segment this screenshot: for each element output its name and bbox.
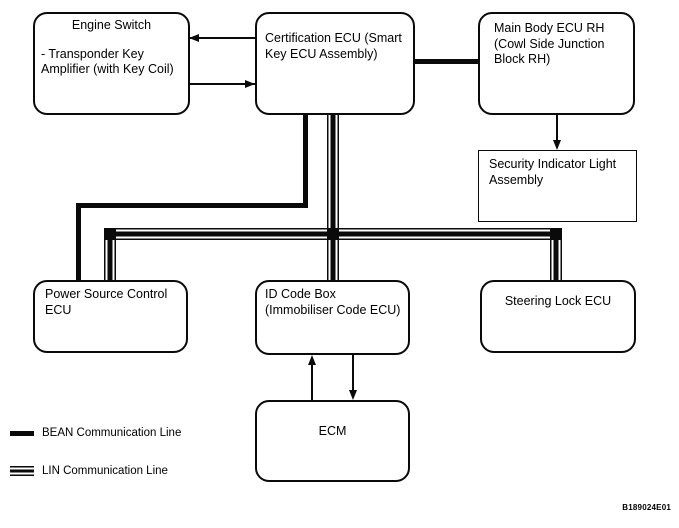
node-power-source-ecu-line1: Power Source Control — [45, 287, 168, 301]
arrow-line-mainbody-to-security — [556, 115, 558, 147]
arrowhead-up-icon — [308, 355, 316, 365]
bean-line-horizontal-run — [76, 203, 308, 208]
node-certification-ecu-line2: Key ECU Assembly) — [265, 46, 378, 61]
node-steering-lock-ecu-line1: Steering Lock ECU — [504, 294, 612, 308]
node-engine-switch-line1: - Transponder Key — [41, 46, 144, 61]
arrow-line-idcodebox-to-ecm — [352, 355, 354, 393]
node-power-source-ecu-line2: ECU — [45, 302, 72, 317]
node-steering-lock-ecu: Steering Lock ECU — [480, 280, 636, 353]
node-security-indicator: Security Indicator Light Assembly — [478, 150, 637, 222]
node-security-indicator-line2: Assembly — [489, 172, 544, 187]
legend-lin-swatch — [10, 466, 34, 476]
node-ecm-line1: ECM — [318, 424, 347, 438]
figure-code: B189024E01 — [622, 503, 671, 512]
arrowhead-left-icon — [189, 34, 199, 42]
node-certification-ecu-line1: Certification ECU (Smart — [265, 31, 402, 45]
node-certification-ecu: Certification ECU (Smart Key ECU Assembl… — [255, 12, 415, 115]
node-main-body-ecu-line1: Main Body ECU RH — [494, 21, 605, 35]
arrowhead-down-icon — [349, 390, 357, 400]
lin-line-to-power-source — [104, 228, 116, 280]
legend-lin-label: LIN Communication Line — [42, 465, 168, 477]
bean-line-cert-to-mainbody — [415, 59, 478, 64]
arrow-line-engine-to-cert — [190, 83, 255, 85]
bean-line-to-power-source — [76, 203, 81, 280]
arrowhead-down-icon — [552, 140, 561, 150]
arrowhead-right-icon — [245, 80, 255, 88]
node-main-body-ecu: Main Body ECU RH (Cowl Side Junction Blo… — [478, 12, 635, 115]
bean-line-cert-drop — [303, 115, 308, 208]
lin-corner-right — [550, 228, 562, 240]
node-engine-switch-title: Engine Switch — [71, 18, 152, 32]
node-engine-switch: Engine Switch - Transponder Key Amplifie… — [33, 12, 190, 115]
node-main-body-ecu-line3: Block RH) — [494, 52, 551, 66]
node-ecm: ECM — [255, 400, 410, 482]
node-main-body-ecu-line2: (Cowl Side Junction — [494, 36, 605, 51]
lin-corner-left — [104, 228, 116, 240]
node-power-source-ecu: Power Source Control ECU — [33, 280, 188, 353]
legend-bean-swatch — [10, 431, 34, 436]
lin-crossing-center — [327, 228, 339, 240]
node-id-code-box: ID Code Box (Immobiliser Code ECU) — [255, 280, 410, 355]
lin-line-cert-to-idcodebox — [327, 115, 339, 280]
node-id-code-box-line2: (Immobiliser Code ECU) — [265, 302, 401, 317]
node-engine-switch-line2: Amplifier (with Key Coil) — [41, 62, 174, 76]
lin-line-to-steering-lock — [550, 228, 562, 280]
node-id-code-box-line1: ID Code Box — [265, 287, 336, 301]
arrow-line-cert-to-engine — [190, 37, 255, 39]
node-security-indicator-line1: Security Indicator Light — [489, 157, 617, 171]
arrow-line-ecm-to-idcodebox — [311, 360, 313, 400]
legend-bean-label: BEAN Communication Line — [42, 427, 182, 439]
